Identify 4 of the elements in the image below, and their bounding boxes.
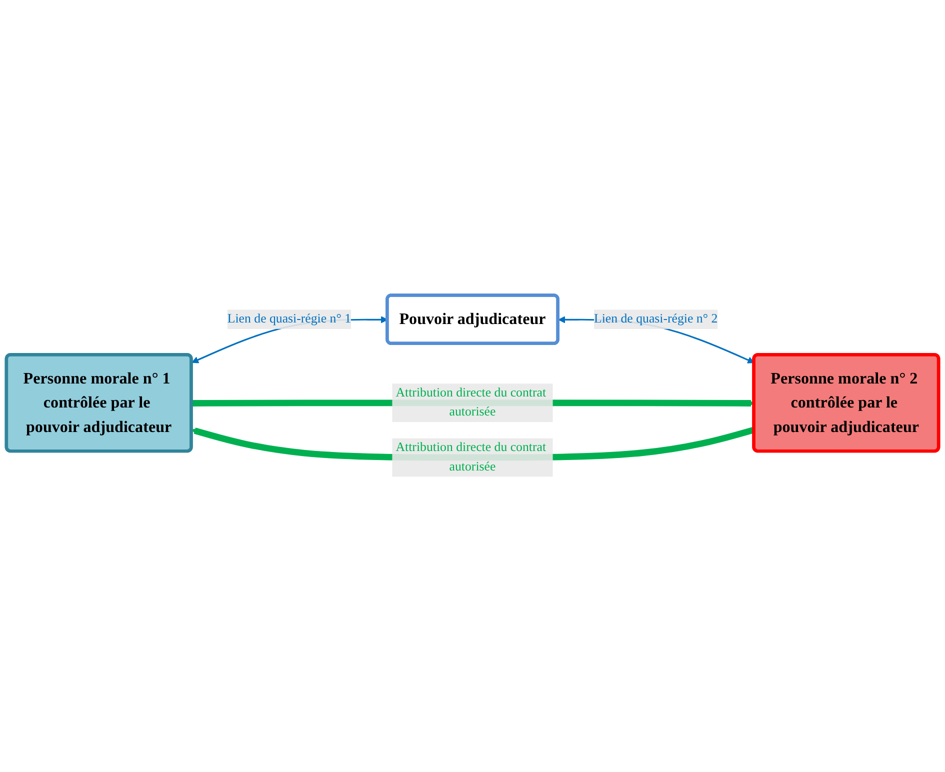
edge-label: Attribution directe du contrat autorisée [396, 386, 546, 419]
edge-label: Lien de quasi-régie n° 1 [227, 312, 352, 326]
edge-label: Lien de quasi-régie n° 2 [594, 312, 718, 326]
edge-label: Attribution directe du contrat autorisée [396, 440, 546, 474]
